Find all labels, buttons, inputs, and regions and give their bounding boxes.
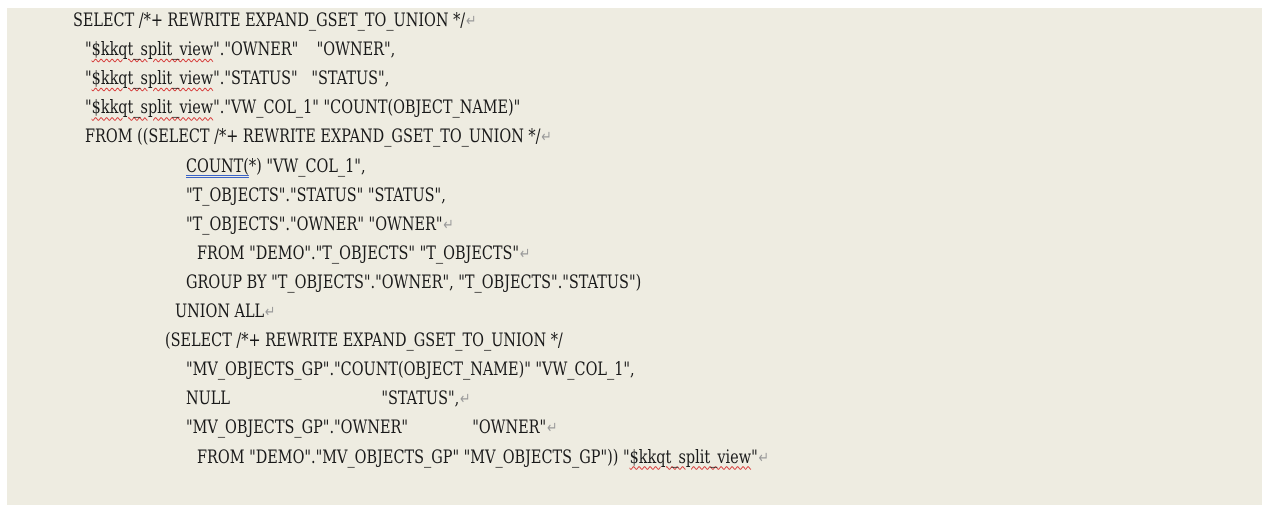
code-text: GROUP BY "T_OBJECTS"."OWNER", "T_OBJECTS…	[186, 271, 642, 293]
code-line: COUNT(*) "VW_COL_1",	[186, 156, 366, 178]
code-line: "$kkqt_split_view"."STATUS" "STATUS",	[85, 68, 389, 90]
code-text: FROM "DEMO"."T_OBJECTS" "T_OBJECTS"	[197, 242, 520, 264]
paragraph-mark-icon: ↵	[758, 447, 769, 467]
code-text: "T_OBJECTS"."STATUS" "STATUS",	[186, 184, 446, 206]
code-line: GROUP BY "T_OBJECTS"."OWNER", "T_OBJECTS…	[186, 272, 641, 294]
code-line: "MV_OBJECTS_GP"."COUNT(OBJECT_NAME)" "VW…	[186, 359, 635, 381]
code-line: UNION ALL↵	[175, 301, 275, 323]
paragraph-mark-icon: ↵	[546, 418, 558, 438]
code-line: NULL "STATUS",↵	[186, 388, 470, 410]
code-line: "T_OBJECTS"."OWNER" "OWNER"↵	[186, 214, 454, 236]
code-text: NULL "STATUS",	[186, 388, 460, 410]
code-line: "$kkqt_split_view"."VW_COL_1" "COUNT(OBJ…	[85, 97, 520, 119]
code-text: SELECT /*+ REWRITE EXPAND_GSET_TO_UNION …	[73, 10, 466, 31]
spellcheck-flagged-text: $kkqt_split_view	[91, 97, 214, 119]
spellcheck-flagged-text: $kkqt_split_view	[91, 68, 214, 90]
document-page: SELECT /*+ REWRITE EXPAND_GSET_TO_UNION …	[7, 8, 1262, 505]
spellcheck-flagged-text: $kkqt_split_view	[91, 39, 214, 61]
code-text: "."STATUS" "STATUS",	[213, 68, 390, 90]
code-text: FROM ((SELECT /*+ REWRITE EXPAND_GSET_TO…	[85, 126, 541, 148]
paragraph-mark-icon: ↵	[459, 389, 471, 409]
code-text: "T_OBJECTS"."OWNER" "OWNER"	[186, 213, 443, 235]
paragraph-mark-icon: ↵	[264, 302, 276, 321]
spellcheck-flagged-text: $kkqt_split_view	[629, 446, 752, 468]
code-text: (SELECT /*+ REWRITE EXPAND_GSET_TO_UNION…	[165, 330, 563, 352]
code-line: FROM "DEMO"."T_OBJECTS" "T_OBJECTS"↵	[197, 243, 530, 265]
code-line: "$kkqt_split_view"."OWNER" "OWNER",	[85, 39, 395, 61]
code-text: FROM "DEMO"."MV_OBJECTS_GP" "MV_OBJECTS_…	[197, 446, 630, 468]
code-line: (SELECT /*+ REWRITE EXPAND_GSET_TO_UNION…	[165, 330, 563, 352]
code-text: "."OWNER" "OWNER",	[213, 39, 396, 61]
code-text: "	[85, 39, 92, 61]
paragraph-mark-icon: ↵	[465, 11, 477, 30]
code-line: "MV_OBJECTS_GP"."OWNER" "OWNER"↵	[186, 417, 557, 439]
code-line: "T_OBJECTS"."STATUS" "STATUS",	[186, 185, 446, 207]
code-line: SELECT /*+ REWRITE EXPAND_GSET_TO_UNION …	[73, 10, 476, 32]
grammar-flagged-text: COUNT(	[186, 155, 249, 177]
code-text: "MV_OBJECTS_GP"."OWNER" "OWNER"	[186, 417, 547, 439]
code-line: FROM "DEMO"."MV_OBJECTS_GP" "MV_OBJECTS_…	[197, 447, 769, 469]
paragraph-mark-icon: ↵	[443, 214, 454, 234]
code-text: "	[751, 446, 758, 468]
code-text: "	[85, 97, 92, 119]
code-line: FROM ((SELECT /*+ REWRITE EXPAND_GSET_TO…	[85, 126, 552, 148]
code-text: "."VW_COL_1" "COUNT(OBJECT_NAME)"	[213, 97, 521, 119]
code-text: UNION ALL	[175, 301, 265, 322]
paragraph-mark-icon: ↵	[519, 243, 531, 263]
code-text: *) "VW_COL_1",	[248, 155, 366, 177]
code-text: "	[85, 68, 92, 90]
paragraph-mark-icon: ↵	[541, 127, 552, 147]
code-text: "MV_OBJECTS_GP"."COUNT(OBJECT_NAME)" "VW…	[186, 359, 635, 381]
